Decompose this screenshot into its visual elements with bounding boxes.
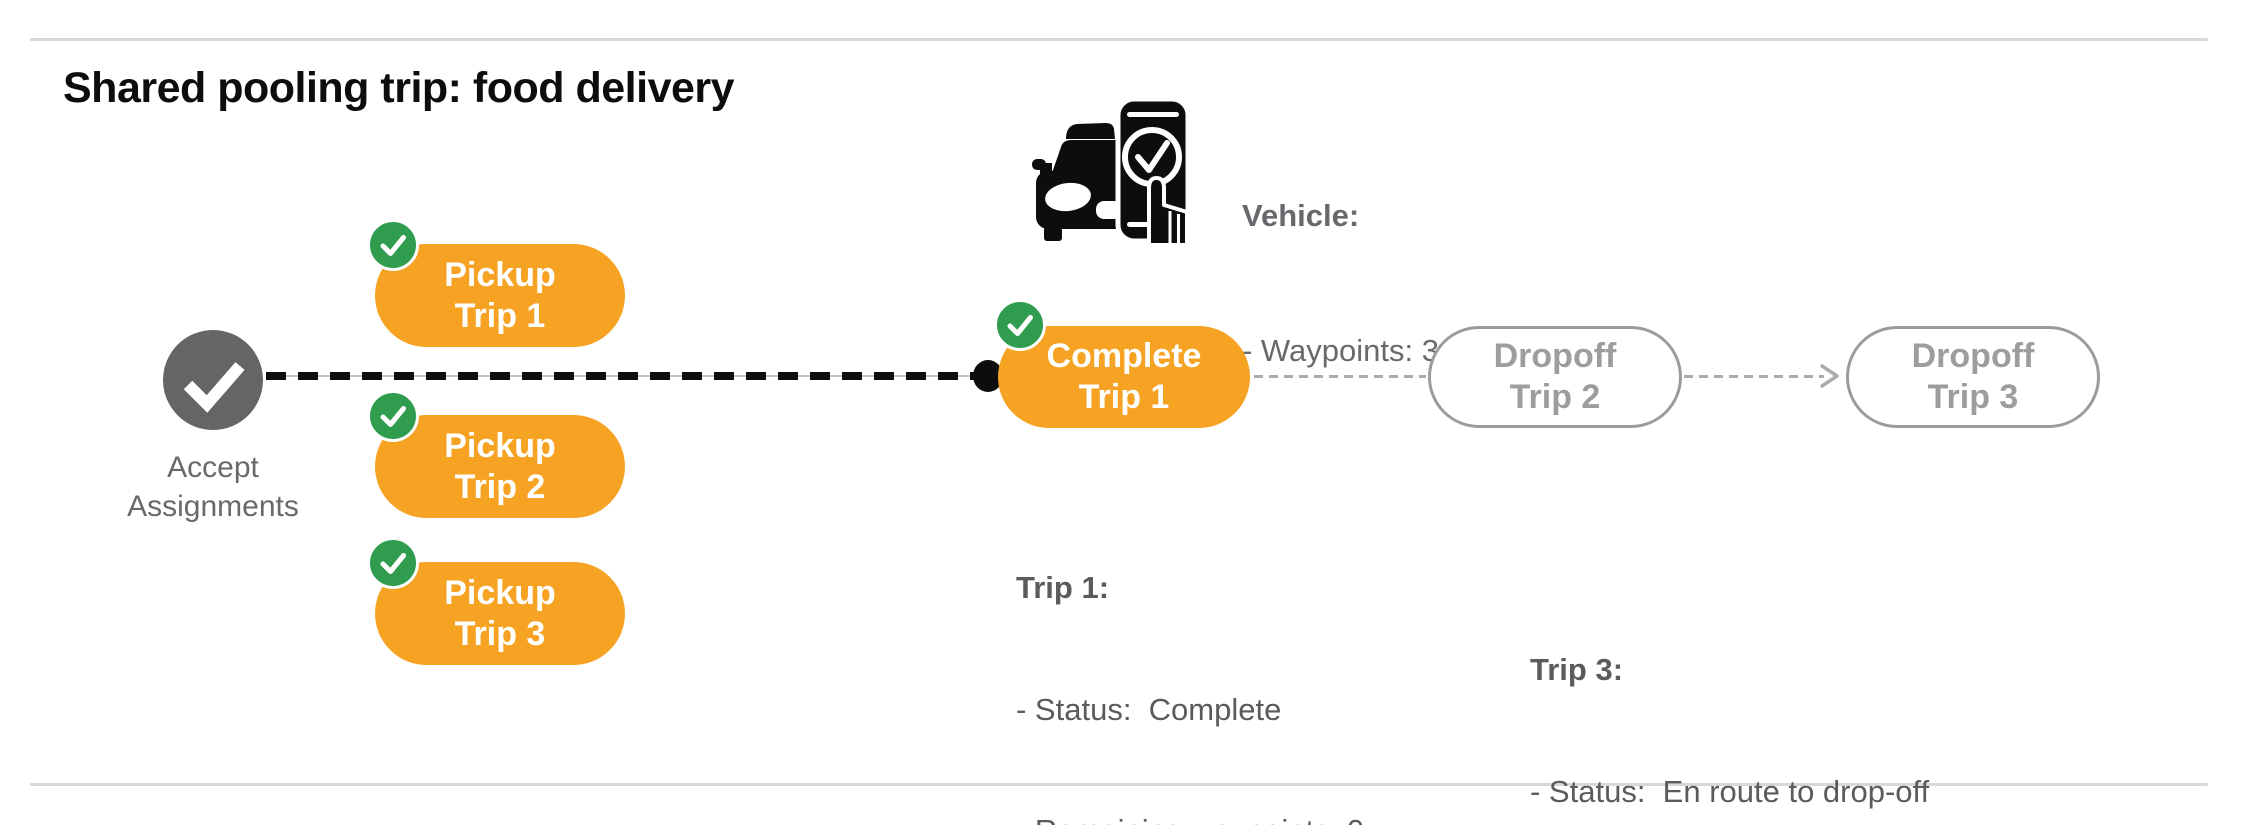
bottom-divider [30,783,2208,786]
top-divider [30,38,2208,41]
complete-trip-1-node: Complete Trip 1 [998,326,1250,428]
car-with-phone-check-icon [1032,96,1190,246]
trip-1-heading: Trip 1: [1016,570,1110,605]
dropoff-trip-2-node: Dropoff Trip 2 [1428,326,1682,428]
arrowhead-icon [1820,364,1839,388]
trip-details-right: Trip 3: - Status: En route to drop-off -… [1530,569,1929,825]
trip-details-left: Trip 1: - Status: Complete - Remaining w… [1016,487,1415,825]
trip-3-heading: Trip 3: [1530,652,1624,687]
dropoff-connector-2 [1684,375,1824,378]
trip-1-waypoints: - Remaining waypoints: 0 [1016,811,1415,825]
check-badge-icon [367,390,419,442]
trip-1-status: - Status: Complete [1016,691,1282,727]
dropoff-connector-1 [1254,375,1426,378]
dashed-route-line [266,368,975,384]
pickup-trip-1-node: Pickup Trip 1 [375,244,625,347]
vehicle-info: Vehicle: - Waypoints: 3 [1242,103,1439,463]
check-badge-icon [367,219,419,271]
check-badge-icon [994,299,1046,351]
accept-assignments-node [163,330,263,430]
page-title: Shared pooling trip: food delivery [63,64,735,112]
vehicle-label: Vehicle: [1242,198,1360,233]
pickup-trip-2-node: Pickup Trip 2 [375,415,625,518]
dropoff-trip-3-node: Dropoff Trip 3 [1846,326,2100,428]
check-badge-icon [367,537,419,589]
trip-3-status: - Status: En route to drop-off [1530,773,1930,809]
check-circle-icon [183,362,245,413]
pickup-trip-3-node: Pickup Trip 3 [375,562,625,665]
route-dashes [266,372,975,380]
vehicle-waypoints: - Waypoints: 3 [1242,333,1439,368]
accept-assignments-label: Accept Assignments [127,451,299,523]
